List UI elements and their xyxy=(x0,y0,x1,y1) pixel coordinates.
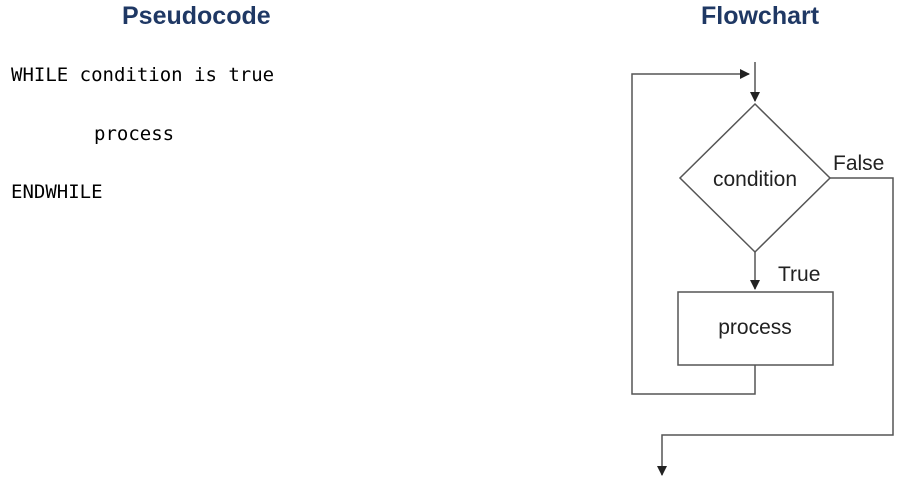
false-exit-connector xyxy=(657,177,894,476)
condition-label: condition xyxy=(713,168,797,191)
false-label: False xyxy=(833,152,884,175)
true-label: True xyxy=(778,263,820,286)
pseudocode-line-while: WHILE condition is true xyxy=(11,64,275,86)
pseudocode-line-process: process xyxy=(94,123,175,145)
loop-back-connector xyxy=(631,69,756,395)
process-label: process xyxy=(718,316,792,339)
pseudocode-heading: Pseudocode xyxy=(122,2,271,30)
pseudocode-line-endwhile: ENDWHILE xyxy=(11,181,103,203)
flowchart-heading: Flowchart xyxy=(701,2,820,30)
process-box xyxy=(677,291,834,366)
